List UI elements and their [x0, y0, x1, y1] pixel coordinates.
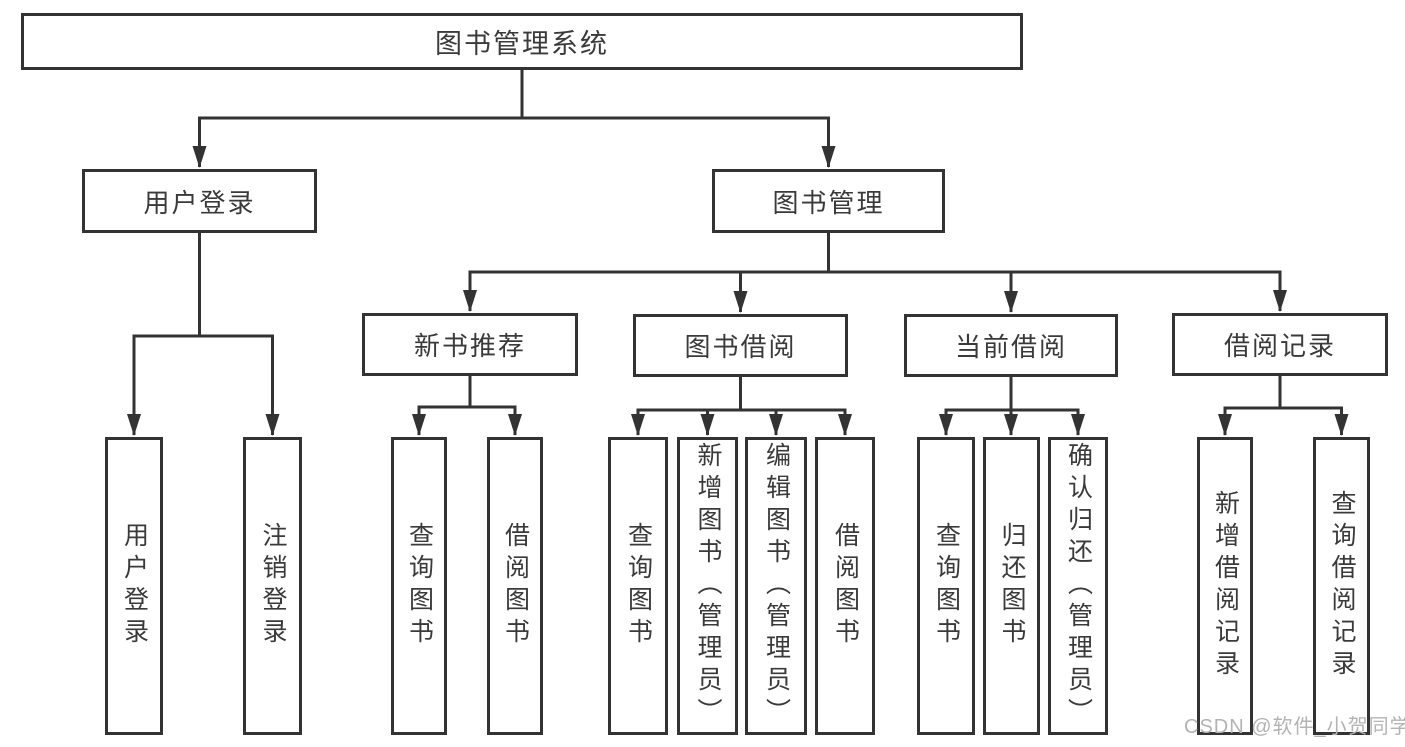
node-user-login: 用户登录 — [82, 169, 317, 233]
node-borrow-records: 借阅记录 — [1172, 313, 1388, 376]
leaf-query-books-borrow: 查询图书 — [608, 437, 668, 735]
leaf-borrow-books-recommend: 借阅图书 — [487, 437, 543, 735]
leaf-add-borrow-record: 新增借阅记录 — [1197, 437, 1253, 735]
leaf-label: 查询图书 — [624, 522, 653, 650]
leaf-label: 用户登录 — [120, 522, 149, 650]
leaf-logout: 注销登录 — [243, 437, 302, 735]
leaf-label: 查询借阅记录 — [1328, 490, 1356, 682]
leaf-edit-books-admin: 编辑图书（管理员） — [745, 437, 807, 735]
leaf-add-books-admin: 新增图书（管理员） — [677, 437, 738, 735]
leaf-label: 新增图书（管理员） — [694, 442, 722, 730]
leaf-label: 新增借阅记录 — [1211, 490, 1240, 682]
leaf-return-books: 归还图书 — [983, 437, 1040, 735]
node-current-borrow: 当前借阅 — [904, 314, 1118, 377]
leaf-borrow-books: 借阅图书 — [815, 437, 875, 735]
leaf-label: 查询图书 — [932, 522, 961, 650]
leaf-label: 注销登录 — [259, 522, 287, 650]
node-book-borrow: 图书借阅 — [633, 314, 848, 377]
leaf-label: 查询图书 — [405, 522, 434, 650]
node-book-management: 图书管理 — [712, 169, 945, 233]
node-library-management-system: 图书管理系统 — [21, 13, 1023, 70]
node-new-book-recommend: 新书推荐 — [362, 313, 578, 376]
leaf-confirm-return-admin: 确认归还（管理员） — [1048, 437, 1108, 735]
leaf-query-books-current: 查询图书 — [917, 437, 975, 735]
leaf-label: 确认归还（管理员） — [1064, 442, 1093, 730]
csdn-watermark: CSDN @软件_小贺同学 — [1184, 716, 1405, 738]
leaf-query-borrow-record: 查询借阅记录 — [1313, 437, 1370, 735]
leaf-label: 借阅图书 — [831, 522, 860, 650]
leaf-label: 借阅图书 — [501, 522, 530, 650]
leaf-user-login: 用户登录 — [105, 437, 163, 735]
leaf-query-books-recommend: 查询图书 — [391, 437, 447, 735]
leaf-label: 编辑图书（管理员） — [762, 442, 791, 730]
leaf-label: 归还图书 — [998, 522, 1026, 650]
